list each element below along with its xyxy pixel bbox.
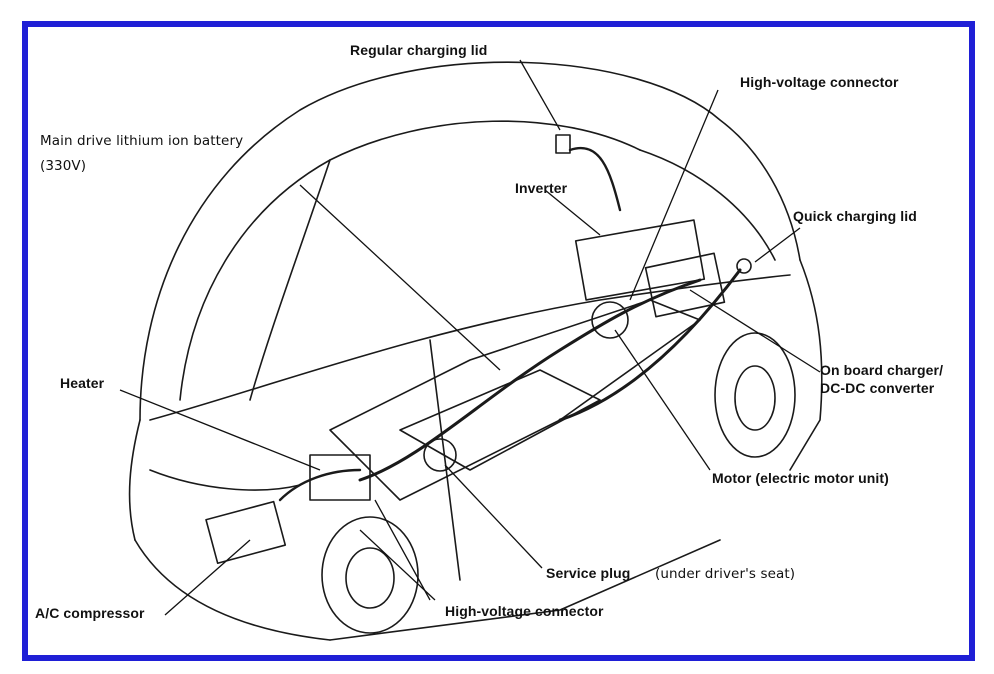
leader-regular-charging-lid bbox=[519, 59, 561, 131]
leader-main-battery bbox=[299, 184, 501, 371]
label-on-board-charger: On board charger/ bbox=[820, 362, 944, 378]
label-service-plug-note: (under driver's seat) bbox=[655, 566, 796, 582]
diagram-frame bbox=[22, 21, 975, 661]
leader-quick-charging-lid bbox=[754, 227, 801, 263]
rear-wheel-hub bbox=[734, 365, 776, 431]
car-headlight bbox=[149, 469, 301, 491]
service-plug-unit bbox=[423, 438, 457, 472]
hv-cable-main bbox=[358, 278, 702, 482]
label-heater: Heater bbox=[60, 375, 105, 391]
leader-hv-connector-top bbox=[629, 89, 719, 301]
label-main-battery-voltage: (330V) bbox=[40, 158, 87, 174]
car-side-sill bbox=[329, 539, 721, 641]
label-regular-charging-lid: Regular charging lid bbox=[350, 42, 488, 58]
leader-service-plug bbox=[444, 464, 543, 569]
leader-hv-connector-bottom-b bbox=[359, 529, 436, 601]
car-rear-window bbox=[639, 149, 776, 261]
car-roof-outline bbox=[139, 61, 801, 421]
charger-unit bbox=[644, 252, 726, 318]
car-rear-outline bbox=[789, 259, 823, 471]
car-belt-line bbox=[149, 274, 791, 421]
label-quick-charging-lid: Quick charging lid bbox=[793, 208, 917, 224]
charging-port-plug bbox=[555, 134, 571, 154]
label-service-plug: Service plug bbox=[546, 565, 631, 581]
leader-motor bbox=[614, 329, 711, 471]
inverter-unit bbox=[574, 219, 706, 301]
battery-pack bbox=[399, 369, 601, 471]
leader-heater bbox=[119, 389, 321, 471]
quick-charge-port bbox=[736, 258, 752, 274]
car-door-line bbox=[429, 339, 461, 581]
rear-wheel bbox=[714, 332, 796, 458]
front-wheel bbox=[321, 516, 419, 634]
car-windshield bbox=[179, 120, 641, 401]
label-hv-connector-top: High-voltage connector bbox=[740, 74, 899, 90]
label-motor: Motor (electric motor unit) bbox=[712, 470, 889, 486]
car-hood-line bbox=[128, 419, 141, 541]
leader-on-board-charger bbox=[689, 289, 821, 373]
label-main-battery: Main drive lithium ion battery bbox=[40, 133, 244, 149]
label-hv-connector-bottom: High-voltage connector bbox=[445, 603, 604, 619]
car-front-bumper bbox=[134, 539, 331, 641]
leader-inverter bbox=[544, 189, 601, 236]
motor-unit bbox=[591, 301, 629, 339]
front-wheel-hub bbox=[345, 547, 395, 609]
hv-cable-rear bbox=[558, 268, 742, 422]
label-dc-dc-converter: DC-DC converter bbox=[820, 380, 935, 396]
leader-hv-connector-bottom-a bbox=[374, 499, 431, 601]
ac-cable bbox=[278, 468, 362, 502]
ac-compressor-unit bbox=[205, 500, 287, 565]
charging-cable bbox=[568, 147, 622, 212]
car-a-pillar bbox=[249, 159, 331, 401]
label-ac-compressor: A/C compressor bbox=[35, 605, 145, 621]
label-inverter: Inverter bbox=[515, 180, 568, 196]
leader-ac-compressor bbox=[164, 539, 251, 616]
